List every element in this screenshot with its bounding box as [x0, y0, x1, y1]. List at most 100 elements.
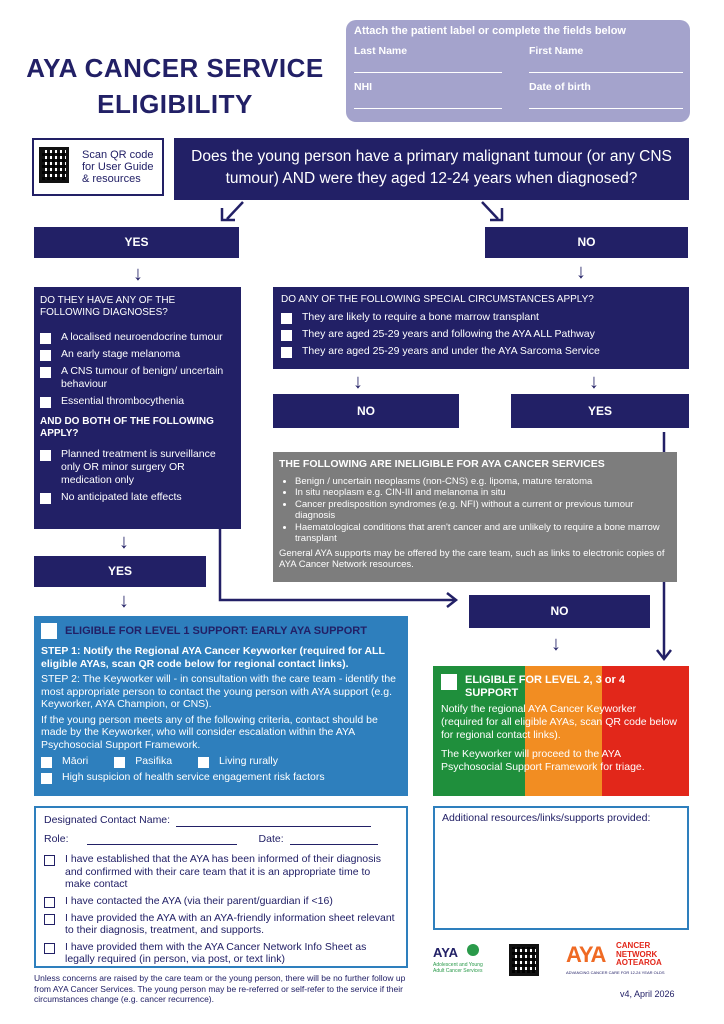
- diagnosis-item[interactable]: An early stage melanoma: [40, 348, 235, 361]
- last-name-label: Last Name: [354, 45, 408, 57]
- special-item[interactable]: They are aged 25-29 years and under the …: [281, 345, 681, 358]
- option-maori[interactable]: Māori: [41, 755, 88, 768]
- footer-note: Unless concerns are raised by the care t…: [34, 973, 406, 1004]
- qr-note-line: for User Guide: [82, 161, 154, 173]
- down-arrow-icon: ↓: [133, 263, 143, 285]
- level1-heading: ELIGIBLE FOR LEVEL 1 SUPPORT: EARLY AYA …: [65, 624, 367, 637]
- designated-contact-label: Designated Contact Name:: [44, 814, 171, 826]
- additional-resources-label: Additional resources/links/supports prov…: [442, 812, 651, 824]
- arrow-head: [656, 649, 672, 662]
- condition-item[interactable]: No anticipated late effects: [40, 491, 235, 504]
- arrow-to-yes: [226, 201, 244, 220]
- ineligible-note: General AYA supports may be offered by t…: [279, 547, 665, 571]
- checkbox[interactable]: [41, 757, 52, 768]
- checkbox[interactable]: [40, 350, 51, 361]
- role-label: Role:: [44, 832, 69, 845]
- ineligible-item: In situ neoplasm e.g. CIN-III and melano…: [295, 487, 671, 499]
- contact-check[interactable]: I have contacted the AYA (via their pare…: [44, 895, 398, 908]
- last-name-field[interactable]: [354, 72, 502, 73]
- ineligible-item: Haematological conditions that aren't ca…: [295, 522, 671, 545]
- qr-code-icon: [39, 147, 69, 183]
- level234-box: ELIGIBLE FOR LEVEL 2, 3 or 4 SUPPORT Not…: [433, 666, 689, 796]
- nhi-label: NHI: [354, 81, 373, 93]
- dob-field[interactable]: [529, 108, 683, 109]
- checkbox[interactable]: [44, 942, 55, 954]
- checkbox[interactable]: [40, 450, 51, 461]
- arrow-head: [220, 208, 235, 222]
- level234-checkbox[interactable]: [441, 674, 457, 690]
- checkbox[interactable]: [40, 333, 51, 344]
- main-question: Does the young person have a primary mal…: [174, 138, 689, 200]
- level234-p2: The Keyworker will proceed to the AYA Ps…: [441, 748, 645, 773]
- checkbox[interactable]: [44, 896, 55, 908]
- checkbox[interactable]: [40, 493, 51, 504]
- role-field[interactable]: [86, 833, 237, 845]
- patient-label-box: Attach the patient label or complete the…: [346, 20, 690, 122]
- page-title: AYA CANCER SERVICE ELIGIBILITY: [10, 50, 340, 122]
- cancer-network-logo: AYA CANCER NETWORK AOTEAROA ADVANCING CA…: [566, 941, 665, 975]
- qr-code-icon: [509, 944, 539, 976]
- checkbox[interactable]: [44, 913, 55, 925]
- option-risk-factors[interactable]: High suspicion of health service engagem…: [41, 771, 401, 784]
- qr-note-line: Scan QR code: [82, 149, 154, 161]
- additional-resources-box[interactable]: Additional resources/links/supports prov…: [433, 806, 689, 930]
- contact-check[interactable]: I have established that the AYA has been…: [44, 853, 398, 891]
- checkbox[interactable]: [281, 313, 292, 324]
- option-rural[interactable]: Living rurally: [198, 755, 278, 768]
- condition-item[interactable]: Planned treatment is surveillance only O…: [40, 448, 235, 487]
- contact-check[interactable]: I have provided the AYA with an AYA-frie…: [44, 912, 398, 937]
- option-pasifika[interactable]: Pasifika: [114, 755, 172, 768]
- leaf-icon: [467, 944, 479, 956]
- diagnoses-box: DO THEY HAVE ANY OF THE FOLLOWING DIAGNO…: [34, 287, 241, 529]
- dob-label: Date of birth: [529, 81, 591, 93]
- ineligible-box: THE FOLLOWING ARE INELIGIBLE FOR AYA CAN…: [273, 452, 677, 582]
- checkbox[interactable]: [198, 757, 210, 768]
- ineligible-item: Cancer predisposition syndromes (e.g. NF…: [295, 499, 671, 522]
- qr-note-line: & resources: [82, 173, 141, 185]
- special-no-bar: NO: [273, 394, 459, 428]
- level1-step2: STEP 2: The Keyworker will - in consulta…: [41, 673, 397, 710]
- checkbox[interactable]: [281, 347, 292, 358]
- nhi-field[interactable]: [354, 108, 502, 109]
- checkbox[interactable]: [40, 397, 51, 408]
- level234-heading: ELIGIBLE FOR LEVEL 2, 3 or 4 SUPPORT: [465, 674, 625, 699]
- title-line-2: ELIGIBILITY: [97, 89, 253, 119]
- connector-line: [218, 527, 455, 602]
- down-arrow-icon: ↓: [119, 590, 129, 612]
- arrow-head: [490, 208, 504, 222]
- contact-check[interactable]: I have provided them with the AYA Cancer…: [44, 941, 398, 966]
- patient-label-header: Attach the patient label or complete the…: [354, 25, 626, 37]
- contact-form: Designated Contact Name: Role: Date: I h…: [34, 806, 408, 968]
- designated-contact-field[interactable]: [176, 815, 372, 827]
- checkbox[interactable]: [44, 855, 55, 866]
- level1-step1: STEP 1: Notify the Regional AYA Cancer K…: [41, 645, 385, 670]
- checkbox[interactable]: [41, 773, 52, 784]
- aya-services-logo: AYA Adolescent and Young Adult Cancer Se…: [433, 944, 483, 974]
- down-arrow-icon: ↓: [589, 371, 599, 393]
- version-label: v4, April 2026: [620, 989, 675, 999]
- diagnosis-item[interactable]: Essential thrombocythenia: [40, 395, 235, 408]
- level1-checkbox[interactable]: [41, 623, 57, 639]
- no-bar: NO: [485, 227, 688, 258]
- first-name-field[interactable]: [529, 72, 683, 73]
- checkbox[interactable]: [281, 330, 292, 341]
- arrow-head: [446, 592, 459, 608]
- special-yes-bar: YES: [511, 394, 689, 428]
- down-arrow-icon: ↓: [576, 261, 586, 283]
- date-label: Date:: [258, 832, 284, 845]
- date-field[interactable]: [289, 833, 378, 845]
- diagnosis-item[interactable]: A CNS tumour of benign/ uncertain behavi…: [40, 365, 235, 391]
- special-item[interactable]: They are likely to require a bone marrow…: [281, 311, 681, 324]
- down-arrow-icon: ↓: [353, 371, 363, 393]
- special-heading: DO ANY OF THE FOLLOWING SPECIAL CIRCUMST…: [281, 294, 594, 305]
- level1-criteria: If the young person meets any of the fol…: [41, 713, 378, 751]
- checkbox[interactable]: [40, 367, 51, 378]
- checkbox[interactable]: [114, 757, 126, 768]
- special-item[interactable]: They are aged 25-29 years and following …: [281, 328, 681, 341]
- diagnoses-heading: DO THEY HAVE ANY OF THE FOLLOWING DIAGNO…: [40, 295, 176, 318]
- diagnosis-item[interactable]: A localised neuroendocrine tumour: [40, 331, 235, 344]
- level234-p1: Notify the regional AYA Cancer Keyworker…: [441, 703, 677, 741]
- qr-guide-box: Scan QR code for User Guide & resources: [32, 138, 164, 196]
- conditions-heading: AND DO BOTH OF THE FOLLOWING APPLY?: [40, 416, 214, 439]
- ineligible-item: Benign / uncertain neoplasms (non-CNS) e…: [295, 476, 671, 488]
